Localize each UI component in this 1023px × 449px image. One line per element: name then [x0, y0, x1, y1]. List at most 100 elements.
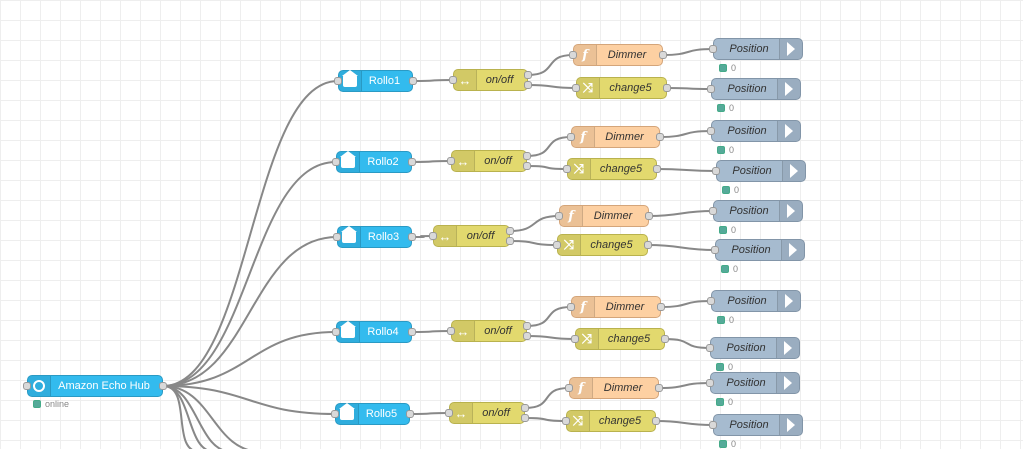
position-output-node-1b-input-port[interactable] — [707, 85, 715, 93]
rollo-node-3[interactable]: Rollo3 — [333, 226, 416, 248]
rollo-node-3-output-port-1[interactable] — [408, 233, 416, 241]
change-node-5-input-port[interactable] — [562, 417, 570, 425]
amazon-echo-hub-node[interactable]: Amazon Echo Hub — [23, 375, 167, 397]
wire-25[interactable] — [409, 412, 450, 415]
wire-18[interactable] — [162, 331, 337, 387]
change-node-1-input-port[interactable] — [572, 84, 580, 92]
wire-1[interactable] — [412, 79, 454, 82]
wire-4[interactable] — [662, 48, 714, 56]
dimmer-function-node-5-output-port-1[interactable] — [655, 384, 663, 392]
wire-26[interactable] — [524, 387, 570, 409]
change-node-1-output-port-1[interactable] — [663, 84, 671, 92]
position-output-node-2a-input-port[interactable] — [707, 127, 715, 135]
switch-node-1[interactable]: ↔on/off — [449, 69, 532, 91]
switch-node-3[interactable]: ↔on/off — [429, 225, 514, 247]
wire-2[interactable] — [527, 54, 574, 76]
switch-node-2-output-port-2[interactable] — [523, 162, 531, 170]
change-node-2[interactable]: ⤨change5 — [563, 158, 661, 180]
wire-28[interactable] — [658, 382, 711, 389]
dimmer-function-node-5-input-port[interactable] — [565, 384, 573, 392]
wire-24[interactable] — [162, 385, 336, 415]
wire-22[interactable] — [660, 300, 712, 308]
wire-23[interactable] — [664, 338, 711, 349]
hub-input-port[interactable] — [23, 382, 31, 390]
position-output-node-5a[interactable]: Position — [706, 372, 800, 394]
wire-3[interactable] — [527, 84, 577, 89]
wire-16[interactable] — [648, 210, 714, 217]
rollo-node-2-input-port[interactable] — [332, 158, 340, 166]
rollo-node-2[interactable]: Rollo2 — [332, 151, 416, 173]
rollo-node-5-output-port-1[interactable] — [406, 410, 414, 418]
position-output-node-3b-input-port[interactable] — [711, 246, 719, 254]
change-node-1[interactable]: ⤨change5 — [572, 77, 671, 99]
change-node-3[interactable]: ⤨change5 — [553, 234, 652, 256]
switch-node-4-input-port[interactable] — [447, 327, 455, 335]
wire-15[interactable] — [509, 240, 558, 246]
wire-33[interactable] — [162, 385, 262, 449]
rollo-node-5[interactable]: Rollo5 — [331, 403, 414, 425]
wire-27[interactable] — [524, 417, 567, 422]
wire-20[interactable] — [526, 306, 572, 327]
position-output-node-1a[interactable]: Position — [709, 38, 803, 60]
change-node-4-output-port-1[interactable] — [661, 335, 669, 343]
rollo-node-2-output-port-1[interactable] — [408, 158, 416, 166]
rollo-node-1-input-port[interactable] — [334, 77, 342, 85]
wire-6[interactable] — [162, 161, 337, 387]
position-output-node-5a-input-port[interactable] — [706, 379, 714, 387]
rollo-node-4-output-port-1[interactable] — [408, 328, 416, 336]
change-node-2-output-port-1[interactable] — [653, 165, 661, 173]
position-output-node-3b[interactable]: Position — [711, 239, 805, 261]
switch-node-2-input-port[interactable] — [447, 157, 455, 165]
dimmer-function-node-1-output-port-1[interactable] — [659, 51, 667, 59]
position-output-node-2b-input-port[interactable] — [712, 167, 720, 175]
wire-17[interactable] — [647, 244, 716, 251]
wire-7[interactable] — [411, 160, 452, 163]
switch-node-4[interactable]: ↔on/off — [447, 320, 531, 342]
position-output-node-4b-input-port[interactable] — [706, 344, 714, 352]
position-output-node-4b[interactable]: Position — [706, 337, 800, 359]
switch-node-2-output-port-1[interactable] — [523, 152, 531, 160]
change-node-2-input-port[interactable] — [563, 165, 571, 173]
wire-9[interactable] — [526, 165, 568, 170]
wire-0[interactable] — [162, 80, 339, 387]
hub-output-port[interactable] — [159, 382, 167, 390]
position-output-node-2a[interactable]: Position — [707, 120, 801, 142]
position-output-node-1b[interactable]: Position — [707, 78, 801, 100]
dimmer-function-node-2-output-port-1[interactable] — [656, 133, 664, 141]
wire-29[interactable] — [655, 420, 714, 426]
rollo-node-1[interactable]: Rollo1 — [334, 70, 417, 92]
switch-node-1-output-port-2[interactable] — [524, 81, 532, 89]
dimmer-function-node-4-output-port-1[interactable] — [657, 303, 665, 311]
switch-node-1-output-port-1[interactable] — [524, 71, 532, 79]
change-node-5[interactable]: ⤨change5 — [562, 410, 660, 432]
switch-node-4-output-port-2[interactable] — [523, 332, 531, 340]
switch-node-3-output-port-2[interactable] — [506, 237, 514, 245]
position-output-node-3a[interactable]: Position — [709, 200, 803, 222]
dimmer-function-node-1-input-port[interactable] — [569, 51, 577, 59]
wire-13[interactable] — [411, 235, 434, 238]
change-node-3-input-port[interactable] — [553, 241, 561, 249]
wire-8[interactable] — [526, 136, 572, 157]
switch-node-2[interactable]: ↔on/off — [447, 150, 531, 172]
switch-node-5-output-port-1[interactable] — [521, 404, 529, 412]
dimmer-function-node-3-output-port-1[interactable] — [645, 212, 653, 220]
position-output-node-4a-input-port[interactable] — [707, 297, 715, 305]
wire-14[interactable] — [509, 215, 560, 232]
change-node-4[interactable]: ⤨change5 — [571, 328, 669, 350]
rollo-node-3-input-port[interactable] — [333, 233, 341, 241]
position-output-node-1a-input-port[interactable] — [709, 45, 717, 53]
switch-node-1-input-port[interactable] — [449, 76, 457, 84]
change-node-3-output-port-1[interactable] — [644, 241, 652, 249]
switch-node-3-output-port-1[interactable] — [506, 227, 514, 235]
switch-node-4-output-port-1[interactable] — [523, 322, 531, 330]
rollo-node-4[interactable]: Rollo4 — [332, 321, 416, 343]
position-output-node-3a-input-port[interactable] — [709, 207, 717, 215]
rollo-node-4-input-port[interactable] — [332, 328, 340, 336]
switch-node-5-output-port-2[interactable] — [521, 414, 529, 422]
dimmer-function-node-4-input-port[interactable] — [567, 303, 575, 311]
